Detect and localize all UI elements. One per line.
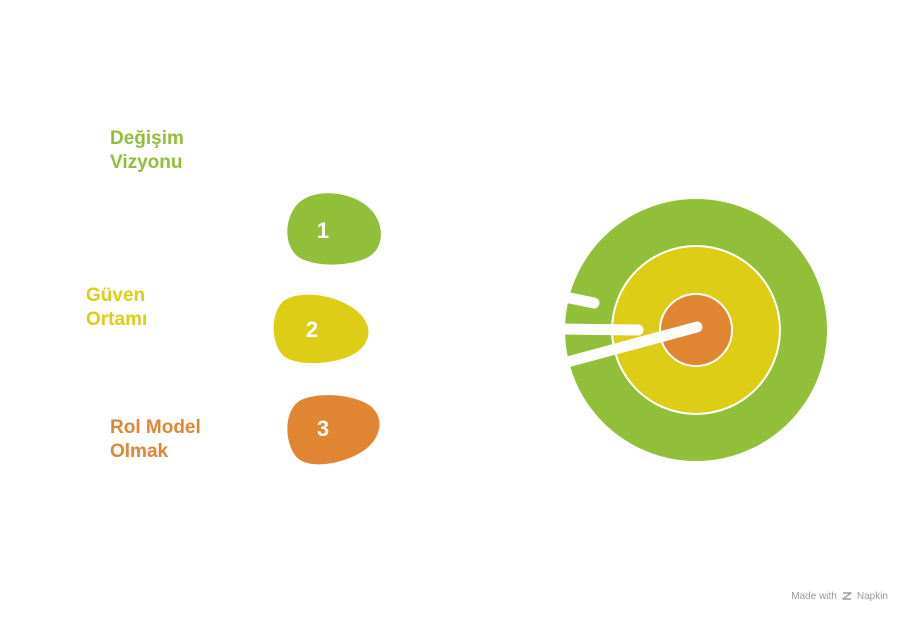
step-number-1: 1 — [317, 218, 329, 243]
step-badge-2-shape — [273, 294, 369, 364]
step-number-3: 3 — [317, 416, 329, 441]
step-label-3-line2: Olmak — [110, 441, 169, 462]
target-icon — [554, 199, 827, 461]
step-label-2-line2: Ortamı — [86, 309, 148, 330]
step-badge-1: 1 — [287, 193, 381, 265]
step-label-2: Güven Ortamı — [86, 284, 147, 332]
step-badge-1-shape — [287, 193, 381, 265]
step-label-1-line1: Değişim — [110, 128, 184, 149]
step-label-1-line2: Vizyonu — [110, 152, 183, 173]
footer-brand: Napkin — [856, 590, 888, 602]
footer: Made with Napkin — [791, 590, 888, 602]
arrow-line-top — [554, 290, 600, 309]
arrow-line-bottom — [554, 321, 703, 370]
step-badge-3: 3 — [287, 395, 380, 465]
step-label-1: Değişim Vizyonu — [110, 127, 184, 175]
napkin-logo-icon — [842, 592, 852, 600]
footer-made-with: Made with — [791, 590, 837, 602]
step-label-3: Rol Model Olmak — [110, 416, 201, 464]
step-label-3-line1: Rol Model — [110, 417, 201, 438]
step-number-2: 2 — [306, 317, 318, 342]
step-label-2-line1: Güven — [86, 285, 146, 306]
arrow-line-middle — [554, 323, 644, 336]
step-badge-2: 2 — [273, 294, 369, 364]
step-badge-3-shape — [287, 395, 380, 465]
